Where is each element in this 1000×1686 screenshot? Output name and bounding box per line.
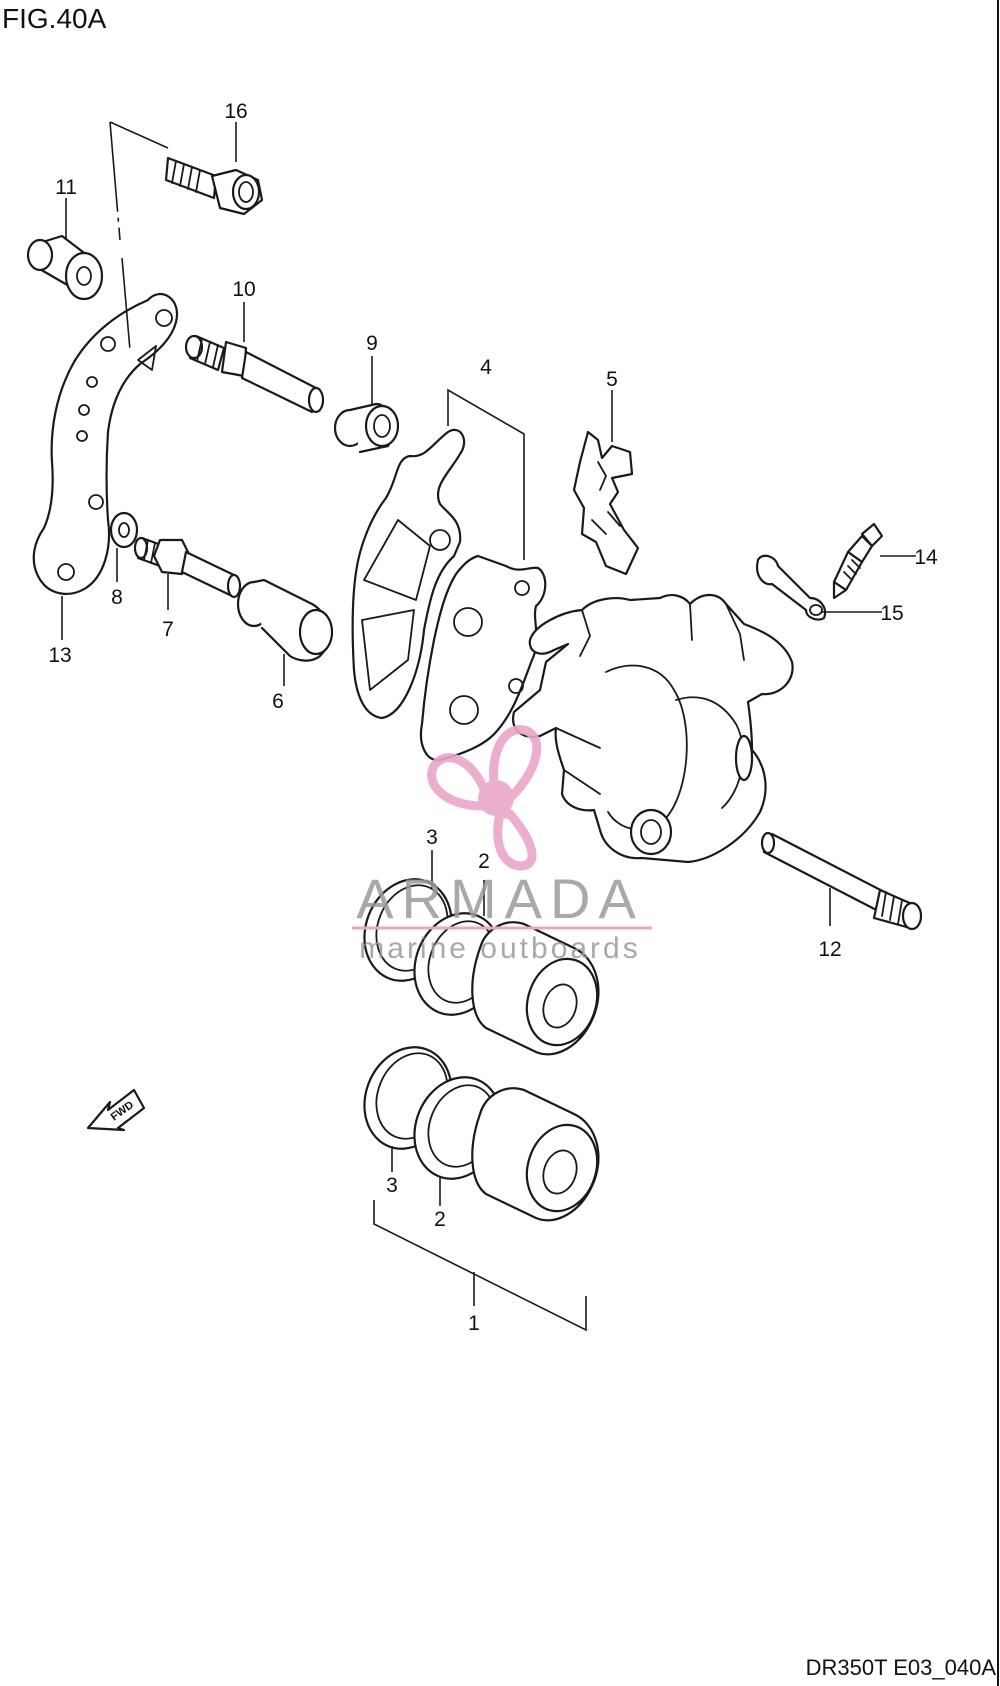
callout-11: 11 bbox=[55, 176, 77, 199]
watermark: ARMADA marine outboards bbox=[352, 725, 652, 965]
upper-piston bbox=[471, 921, 600, 1056]
part-12-guide-pin bbox=[760, 831, 923, 931]
watermark-brand: ARMADA bbox=[356, 867, 644, 930]
callout-15: 15 bbox=[880, 602, 903, 625]
part-5-spring-clip bbox=[572, 430, 640, 576]
callout-3-upper: 3 bbox=[426, 826, 438, 849]
callout-12: 12 bbox=[818, 938, 841, 961]
part-15-cap bbox=[756, 554, 827, 621]
callout-14: 14 bbox=[914, 546, 938, 569]
lower-piston bbox=[471, 1087, 600, 1222]
part-11-collar bbox=[26, 234, 104, 301]
callout-8: 8 bbox=[111, 586, 123, 609]
callout-7: 7 bbox=[162, 618, 174, 641]
propeller-icon bbox=[427, 725, 542, 871]
watermark-tagline: marine outboards bbox=[359, 932, 640, 965]
callout-2-lower: 2 bbox=[434, 1208, 446, 1231]
callout-10: 10 bbox=[232, 278, 255, 301]
callout-5: 5 bbox=[606, 368, 618, 391]
callout-2-upper: 2 bbox=[478, 850, 490, 873]
callout-6: 6 bbox=[272, 690, 284, 713]
part-7-pin-bolt bbox=[133, 536, 242, 599]
leader-lines bbox=[61, 122, 916, 1332]
callout-3-lower: 3 bbox=[386, 1174, 398, 1197]
callout-4: 4 bbox=[480, 356, 492, 379]
part-9-bushing bbox=[333, 402, 400, 454]
part-10-pin bbox=[184, 334, 325, 414]
callouts: 16 11 10 9 4 5 14 15 8 7 13 6 3 2 12 3 2… bbox=[48, 100, 938, 1335]
part-16-bolt bbox=[164, 156, 264, 216]
part-13-bracket bbox=[32, 293, 179, 595]
part-8-washer bbox=[109, 511, 139, 549]
callout-9: 9 bbox=[366, 332, 378, 355]
callout-16: 16 bbox=[224, 100, 247, 123]
callout-1: 1 bbox=[468, 1312, 480, 1335]
figure-code: DR350T E03_040A bbox=[806, 1655, 997, 1680]
caliper-body bbox=[512, 593, 794, 864]
part-6-sleeve bbox=[236, 578, 334, 662]
link-line-16 bbox=[109, 121, 169, 351]
fwd-arrow-icon: FWD bbox=[86, 1088, 146, 1132]
part-14-bleeder bbox=[832, 522, 884, 600]
callout-13: 13 bbox=[48, 644, 71, 667]
figure-title: FIG.40A bbox=[2, 3, 107, 34]
part-4-brake-pads bbox=[351, 428, 547, 762]
